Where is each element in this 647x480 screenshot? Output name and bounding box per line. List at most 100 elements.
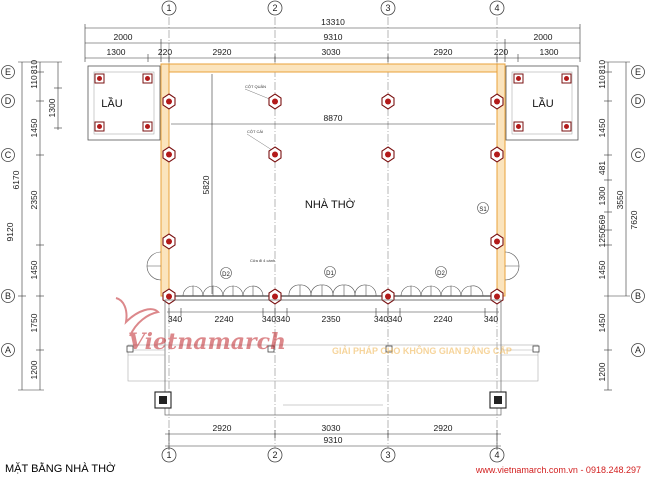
- dim-right-span-total: 7620: [629, 210, 639, 229]
- dim-right-e-small: 110: [597, 75, 607, 89]
- door-tags: [220, 202, 489, 279]
- front-porch: [127, 299, 539, 416]
- watermark: Vietnamarch GIẢI PHÁP CHO KHÔNG GIAN ĐẲN…: [115, 297, 512, 356]
- dim-right-pavilion: 2000: [534, 32, 553, 42]
- dim-left-dc: 1450: [29, 118, 39, 137]
- dim-left-e-offset: 810: [29, 60, 39, 74]
- grid-row-b-left: B: [5, 291, 11, 301]
- dim-right-dc: 1450: [597, 118, 607, 137]
- tag-col-small: CỘT QUÂN: [245, 84, 266, 89]
- grid-col-1-top: 1: [166, 3, 171, 13]
- dim-bay-3-top: 2920: [434, 47, 453, 57]
- grid-row-b-right: B: [635, 291, 641, 301]
- grid-col-2-bottom: 2: [272, 450, 277, 460]
- left-dimension-lines: [18, 61, 62, 391]
- tag-col-main: CỘT CÁI: [247, 129, 263, 134]
- pavilion-columns: [94, 73, 572, 132]
- dim-right-e-offset: 810: [597, 60, 607, 74]
- tag-window-s1: S1: [479, 207, 487, 213]
- dim-front-340e: 340: [388, 314, 402, 324]
- dim-left-a-bottom: 1200: [29, 360, 39, 379]
- dim-overall-bottom: 9310: [324, 435, 343, 445]
- dim-overall-top: 13310: [321, 17, 345, 27]
- dim-right-lower-small: 569: [597, 215, 607, 229]
- grid-bubbles-rows: E D C B A E D C B A: [1, 65, 645, 357]
- dim-right-c-small: 481: [597, 161, 607, 175]
- grid-row-a-right: A: [635, 345, 641, 355]
- grid-col-3-bottom: 3: [385, 450, 390, 460]
- tag-door-note: Cửa đi 4 cánh: [250, 258, 275, 263]
- grid-row-c-left: C: [5, 150, 12, 160]
- dim-inner-top: 9310: [324, 32, 343, 42]
- dim-inner-5820: 5820: [201, 175, 211, 194]
- grid-col-4-top: 4: [494, 3, 499, 13]
- dim-left-pavilion: 2000: [114, 32, 133, 42]
- dim-right-cb: 1450: [597, 260, 607, 279]
- dim-left-overall: 9120: [5, 222, 15, 241]
- grid-bubbles-top: 1 2 3 4: [161, 0, 505, 16]
- grid-col-1-bottom: 1: [166, 450, 171, 460]
- porch-small-posts: [126, 345, 540, 353]
- drawing-caption: MẶT BẰNG NHÀ THỜ: [5, 463, 116, 475]
- grid-row-d-left: D: [5, 96, 12, 106]
- tag-door-d2-right: D2: [437, 271, 445, 277]
- dim-left-e-small: 110: [29, 75, 39, 89]
- dim-bay-3-bottom: 2920: [434, 423, 453, 433]
- left-pavilion: [87, 65, 161, 141]
- main-hall-walls: [160, 63, 506, 301]
- dim-right-ba: 1450: [597, 313, 607, 332]
- dim-front-340f: 340: [484, 314, 498, 324]
- dim-right-sub: 1300: [540, 47, 559, 57]
- dim-front-2240b: 2240: [434, 314, 453, 324]
- dim-front-340b: 340: [262, 314, 276, 324]
- dim-left-sub: 1300: [107, 47, 126, 57]
- grid-col-4-bottom: 4: [494, 450, 499, 460]
- dim-left-d-sub: 1300: [47, 98, 57, 117]
- dim-left-cb-lower: 1450: [29, 260, 39, 279]
- top-dimension-lines: [84, 24, 581, 62]
- dim-left-ba: 1750: [29, 313, 39, 332]
- dim-front-340a: 340: [168, 314, 182, 324]
- grid-lines: [168, 17, 498, 448]
- website-footer: www.vietnamarch.com.vn - 0918.248.297: [475, 465, 641, 475]
- right-pavilion-label: LẦU: [532, 97, 553, 110]
- grid-row-e-right: E: [635, 67, 641, 77]
- watermark-brand: Vietnamarch: [128, 329, 286, 355]
- dim-front-340d: 340: [374, 314, 388, 324]
- porch-columns: [154, 391, 507, 409]
- inner-dimension-lines: [167, 74, 499, 316]
- grid-bubbles-bottom: 1 2 3 4: [161, 447, 505, 463]
- grid-row-c-right: C: [635, 150, 642, 160]
- main-columns: [162, 93, 504, 305]
- dim-left-cb-upper: 2350: [29, 190, 39, 209]
- dim-bay-2-bottom: 3030: [322, 423, 341, 433]
- porch-column-cores: [159, 396, 502, 404]
- dim-bay-2-top: 3030: [322, 47, 341, 57]
- dim-wall-right: 220: [494, 47, 508, 57]
- dim-bay-1-top: 2920: [213, 47, 232, 57]
- dim-wall-left: 220: [158, 47, 172, 57]
- grid-row-d-right: D: [635, 96, 642, 106]
- left-pavilion-label: LẦU: [101, 97, 122, 110]
- bottom-dimension-lines: [165, 430, 501, 450]
- dim-right-lower-sub: 1250: [597, 228, 607, 247]
- dim-left-span-total: 6170: [11, 170, 21, 189]
- dim-right-c-big: 3550: [615, 190, 625, 209]
- tag-door-d1: D1: [326, 271, 334, 277]
- dim-front-2350: 2350: [322, 314, 341, 324]
- grid-row-a-left: A: [5, 345, 11, 355]
- dim-bay-1-bottom: 2920: [213, 423, 232, 433]
- dim-inner-8870: 8870: [324, 113, 343, 123]
- grid-row-e-left: E: [5, 67, 11, 77]
- tag-door-d2-left: D2: [222, 272, 230, 278]
- grid-col-2-top: 2: [272, 3, 277, 13]
- right-pavilion: [505, 65, 579, 141]
- front-doors: [146, 251, 520, 297]
- dim-front-2240a: 2240: [215, 314, 234, 324]
- grid-col-3-top: 3: [385, 3, 390, 13]
- dim-front-340c: 340: [276, 314, 290, 324]
- dim-right-c-mid: 1300: [597, 186, 607, 205]
- main-hall-label: NHÀ THỜ: [305, 198, 356, 211]
- watermark-slogan: GIẢI PHÁP CHO KHÔNG GIAN ĐẲNG CẤP: [332, 345, 512, 356]
- right-dimension-lines: [604, 61, 630, 391]
